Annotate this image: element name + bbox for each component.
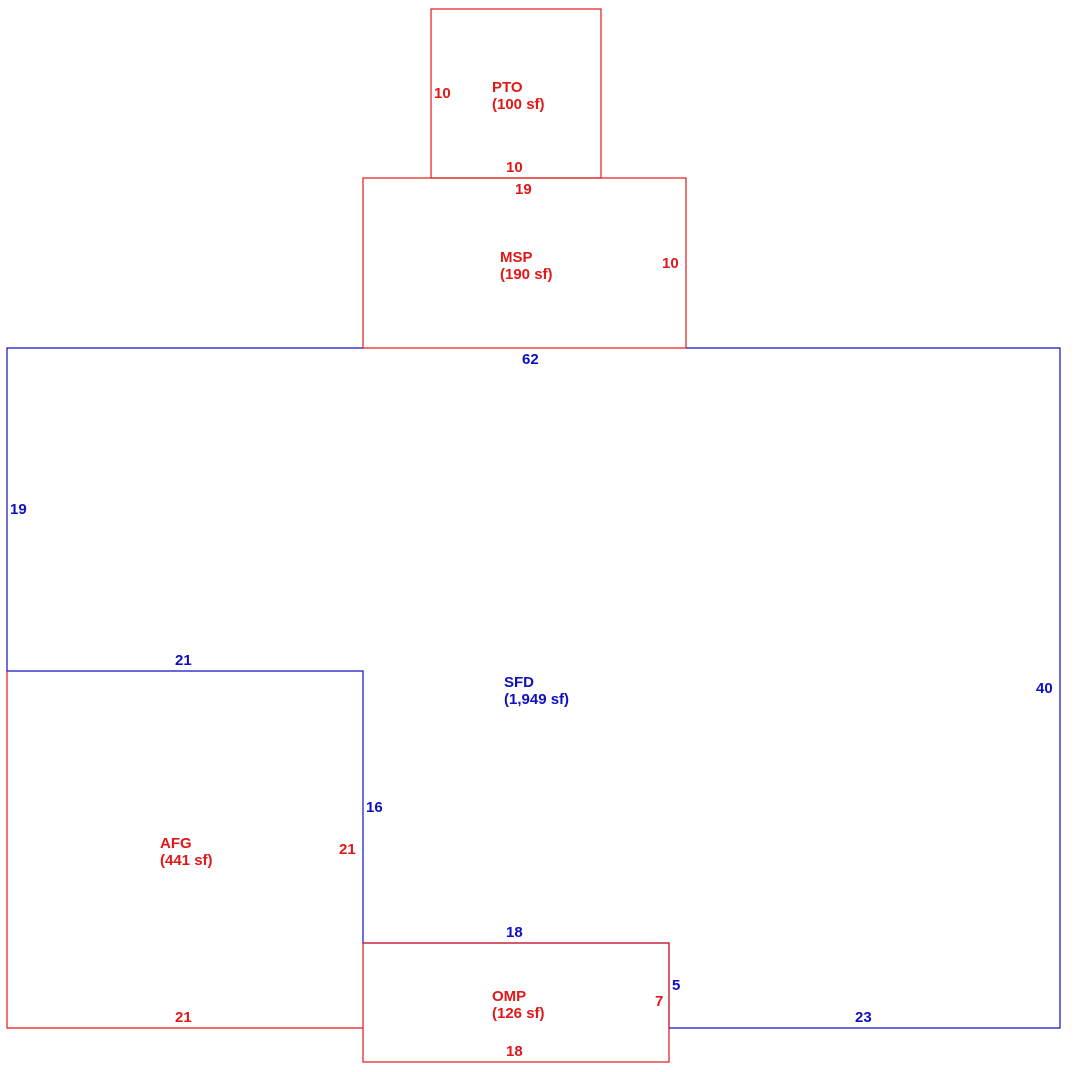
afg-dim-right: 21 xyxy=(339,841,356,858)
afg-outline xyxy=(6,671,363,1029)
afg-area-value: (441 sf) xyxy=(160,852,213,869)
msp-dim-top: 19 xyxy=(515,181,532,198)
pto-dim-left: 10 xyxy=(434,85,451,102)
sfd-dim-notch-side: 16 xyxy=(366,799,383,816)
msp-label: MSP xyxy=(500,249,533,266)
sfd-area: SFD (1,949 sf) 62 19 40 21 16 18 5 23 xyxy=(6,347,1061,1029)
omp-label: OMP xyxy=(492,988,526,1005)
pto-dim-bottom: 10 xyxy=(506,159,523,176)
pto-area: PTO (100 sf) 10 10 xyxy=(430,8,602,179)
omp-outline xyxy=(362,942,670,1063)
pto-label: PTO xyxy=(492,79,523,96)
sfd-dim-top: 62 xyxy=(522,351,539,368)
omp-dim-right: 7 xyxy=(655,993,663,1010)
msp-dim-right: 10 xyxy=(662,255,679,272)
sfd-area-value: (1,949 sf) xyxy=(504,691,569,708)
sfd-dim-step: 5 xyxy=(672,977,680,994)
sfd-dim-bottom-inner: 18 xyxy=(506,924,523,941)
afg-dim-bottom: 21 xyxy=(175,1009,192,1026)
msp-area-value: (190 sf) xyxy=(500,266,553,283)
afg-label: AFG xyxy=(160,835,192,852)
omp-area: OMP (126 sf) 7 18 xyxy=(362,942,670,1063)
sfd-dim-notch-top: 21 xyxy=(175,652,192,669)
sfd-dim-bottom-right: 23 xyxy=(855,1009,872,1026)
omp-area-value: (126 sf) xyxy=(492,1005,545,1022)
omp-dim-bottom: 18 xyxy=(506,1043,523,1060)
afg-area: AFG (441 sf) 21 21 xyxy=(6,671,363,1029)
msp-area: MSP (190 sf) 19 10 xyxy=(362,177,687,349)
sfd-dim-right: 40 xyxy=(1036,680,1053,697)
sfd-dim-left: 19 xyxy=(10,501,27,518)
sfd-label: SFD xyxy=(504,674,534,691)
pto-area-value: (100 sf) xyxy=(492,96,545,113)
msp-outline xyxy=(362,177,687,349)
